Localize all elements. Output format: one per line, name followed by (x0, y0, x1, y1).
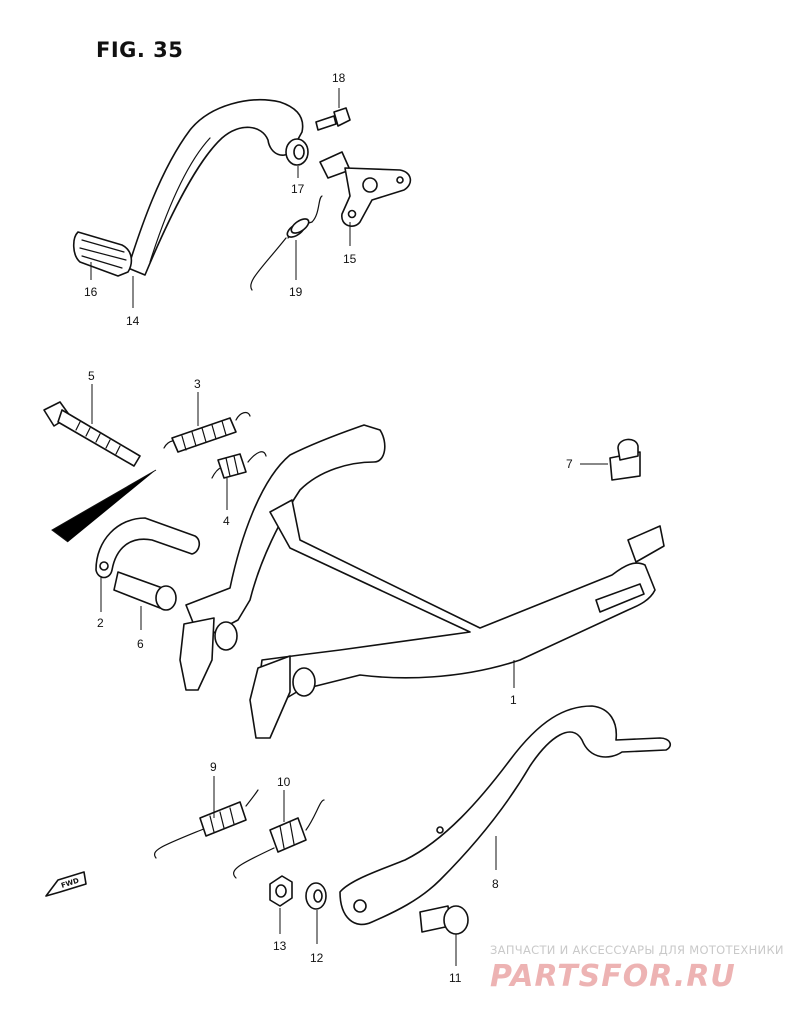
part-19-spring (250, 195, 323, 291)
callout-9: 9 (210, 760, 217, 774)
part-15-shaft-bracket (319, 151, 412, 227)
callout-10: 10 (277, 775, 291, 789)
callout-17: 17 (291, 182, 305, 196)
part-7-stopper (609, 438, 641, 481)
part-3-spring (163, 411, 251, 453)
watermark-logo-text: PARTSFOR.RU (490, 959, 736, 994)
callout-6: 6 (137, 637, 144, 651)
callout-14: 14 (126, 314, 140, 328)
part-2-bracket (95, 517, 201, 579)
part-11-bolt (419, 905, 469, 935)
part-1-center-stand (179, 424, 665, 739)
fwd-arrow-icon: FWD (45, 871, 87, 897)
part-8-brake-pedal (339, 705, 672, 926)
figure-title: FIG. 35 (96, 38, 184, 62)
callout-13: 13 (273, 939, 287, 953)
part-10-spring (233, 799, 325, 879)
part-9-spring (154, 789, 259, 859)
part-18-bolt (315, 107, 351, 131)
watermark-tagline: ЗАПЧАСТИ И АКСЕССУАРЫ ДЛЯ МОТОТЕХНИКИ (490, 943, 784, 957)
part-13-nut (269, 875, 293, 907)
callout-12: 12 (310, 951, 324, 965)
callout-15: 15 (343, 252, 357, 266)
callout-19: 19 (289, 285, 303, 299)
callout-11: 11 (449, 971, 462, 985)
callout-1: 1 (510, 693, 517, 707)
callouts: 18 17 15 19 16 14 5 3 4 7 2 6 1 9 10 8 1 (84, 71, 608, 985)
part-4-spring (211, 451, 267, 479)
callout-5: 5 (88, 369, 95, 383)
part-16-pedal-rubber (72, 231, 133, 277)
part-12-washer (305, 882, 327, 910)
callout-2: 2 (97, 616, 104, 630)
callout-18: 18 (332, 71, 346, 85)
part-5-pivot-bolt (43, 401, 141, 467)
callout-7: 7 (566, 457, 573, 471)
watermark-logo: PARTSFOR.RU (490, 959, 736, 994)
callout-16: 16 (84, 285, 98, 299)
part-14-lever (127, 99, 304, 276)
part-17-washer (285, 138, 309, 166)
callout-8: 8 (492, 877, 499, 891)
callout-4: 4 (223, 514, 230, 528)
part-6-collar (113, 571, 177, 611)
callout-3: 3 (194, 377, 201, 391)
